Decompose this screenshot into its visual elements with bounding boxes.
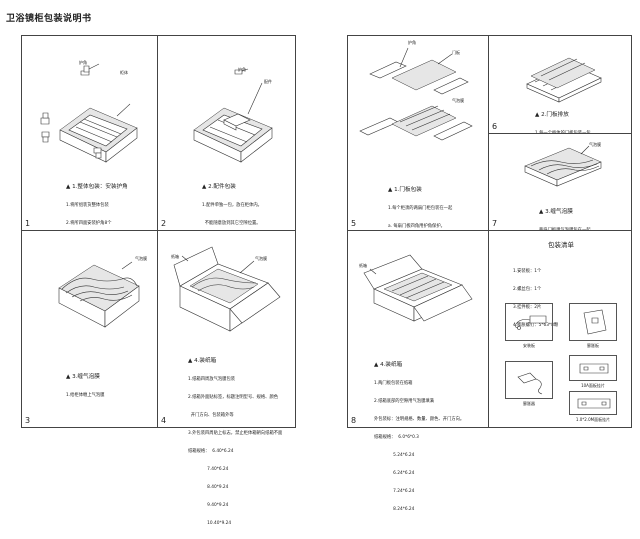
step-heading: ▲ 4.装纸箱 (374, 362, 403, 368)
packing-list-line: 3.挂件板：2片 (513, 305, 542, 310)
door-panels-illustration (348, 36, 490, 232)
step-line: a. 每扇门板四角用护角保护。 (388, 224, 445, 229)
step-number: 7 (492, 219, 498, 228)
step-number: 3 (25, 416, 31, 425)
step-heading: ▲ 2.配件包装 (202, 184, 236, 190)
bubble-wrap-illustration (22, 231, 159, 429)
step-caption-4: ▲ 4.装纸箱 1.纸箱四周放气泡膜包装 2.纸箱外面贴标签，标题注明型号、规格… (188, 345, 282, 539)
step-line: 1.纸箱四周放气泡膜包装 (188, 377, 236, 382)
step-heading: ▲ 3.缠气泡膜 (539, 209, 573, 215)
step-line: 纸箱规格： 6.0*6*0.3 (374, 435, 419, 440)
step-panel-8: 纸箱 ▲ 4.装纸箱 1.两门板包装在纸箱 2.纸箱底部的空隙用气泡膜填满 外包… (347, 230, 490, 512)
step-number: 6 (492, 122, 498, 131)
step-number: 4 (161, 416, 167, 425)
step-line: 7.40*6.24 (188, 467, 229, 472)
step-number: 5 (351, 219, 357, 228)
step-line: 1.配件单独一包，放在柜体内。 (202, 203, 262, 208)
packing-list-line: 2.螺丝包：1个 (513, 287, 542, 292)
packing-item-label: 1.0*2.0M面板挂片 (575, 417, 611, 422)
step-number: 8 (351, 416, 357, 425)
step-line: 1.两门板包装在纸箱 (374, 381, 413, 386)
packing-list-panel: 包装清单 1.安装板：1个 2.螺丝包：1个 3.挂件板：2片 4.膨胀螺钉：5… (488, 230, 632, 428)
step-line: 1.每个柜须的两扇门柜包装在一起 (388, 206, 453, 211)
packing-item-hanger-1020 (569, 391, 617, 415)
label-corner: 护角 (79, 60, 87, 65)
label-bubble: 气泡膜 (589, 142, 601, 147)
step-line: 8.24*6.24 (374, 507, 415, 512)
packing-item-label: 膨胀器 (523, 401, 535, 406)
step-line: 1.给柜体缠上气泡膜 (66, 393, 105, 398)
carton-illustration (158, 231, 297, 429)
step-line: 5.24*6.24 (374, 453, 415, 458)
hanger-plate-icon (570, 392, 618, 416)
label-bubble: 气泡膜 (452, 98, 464, 103)
step-heading: ▲ 2.门板排放 (535, 112, 569, 118)
packing-list-line: 1.安装板：1个 (513, 269, 542, 274)
step-panel-4: 纸箱 气泡膜 ▲ 4.装纸箱 1.纸箱四周放气泡膜包装 2.纸箱外面贴标签，标题… (157, 230, 297, 526)
packing-list-lines: 1.安装板：1个 2.螺丝包：1个 3.挂件板：2片 4.膨胀螺钉：5*63*8… (513, 257, 558, 341)
cabinet-corners-illustration (22, 36, 159, 232)
label-parts: 配件 (264, 79, 272, 84)
mounting-plate-icon (506, 304, 554, 342)
step-heading: ▲ 1.整体包装：安装护角 (66, 184, 128, 190)
step-panel-1: 护角 柜体 ▲ 1.整体包装：安装护角 1.将所组装货整体包装 2.将所四面安装… (21, 35, 158, 231)
step-line: 1.将所组装货整体包装 (66, 203, 109, 208)
step-panel-2: 护角 配件 ▲ 2.配件包装 1.配件单独一包，放在柜体内。 不能随意放到其它空… (157, 35, 297, 244)
step-line: 6.24*6.24 (374, 471, 415, 476)
label-cabinet: 柜体 (120, 70, 128, 75)
step-number: 2 (161, 219, 167, 228)
page-title: 卫浴镜柜包装说明书 (6, 14, 92, 24)
packing-item-expander (505, 361, 553, 399)
expander-icon (506, 362, 554, 400)
step-line: 纸箱规格： 6.40*6.24 (188, 449, 234, 454)
packing-list-line: 4.膨胀螺钉：5*63*8颗 (513, 323, 559, 328)
packing-list-title: 包装清单 (548, 241, 574, 249)
packing-item-expansion-plate (569, 303, 617, 341)
step-heading: ▲ 1.门板包装 (388, 187, 422, 193)
label-bubble: 气泡膜 (135, 256, 147, 261)
packing-item-hanger-10a (569, 355, 617, 381)
expansion-plate-icon (570, 304, 618, 342)
door-bubble-illustration (489, 134, 633, 232)
step-line: 3.外包装四周贴上标志，禁止柜体箱朝向纸箱不面 (188, 431, 283, 436)
step-heading: ▲ 3.缠气泡膜 (66, 374, 100, 380)
step-panel-3: 气泡膜 ▲ 3.缠气泡膜 1.给柜体缠上气泡膜 3 (21, 230, 158, 428)
step-caption-1: ▲ 1.整体包装：安装护角 1.将所组装货整体包装 2.将所四面安装护角8个 (66, 171, 128, 239)
step-line: 2.纸箱底部的空隙用气泡膜填满 (374, 399, 434, 404)
packing-item-mounting-plate (505, 303, 553, 341)
step-number: 1 (25, 219, 31, 228)
step-line: 2.将所四面安装护角8个 (66, 221, 112, 226)
parts-pack-illustration (158, 36, 297, 232)
step-heading: ▲ 4.装纸箱 (188, 358, 217, 364)
label-door: 门板 (452, 50, 460, 55)
step-line: 外包装标：注明规格、数量、颜色、开门方向。 (374, 417, 465, 422)
step-panel-5: 护角 门板 气泡膜 ▲ 1.门板包装 1.每个柜须的两扇门柜包装在一起 a. 每… (347, 35, 490, 247)
step-line: 7.24*6.24 (374, 489, 415, 494)
label-carton: 纸箱 (171, 254, 179, 259)
step-caption-8: ▲ 4.装纸箱 1.两门板包装在纸箱 2.纸箱底部的空隙用气泡膜填满 外包装标：… (374, 349, 464, 525)
packing-item-label: 10A面板挂片 (581, 383, 605, 388)
label-carton: 纸箱 (359, 263, 367, 268)
step-panel-7: 气泡膜 ▲ 3.缠气泡膜 两扇门板用气泡膜包在一起 7 (488, 133, 633, 233)
step-line: 9.40*9.24 (188, 503, 229, 508)
step-panel-6: ▲ 2.门板排放 1.每一个柜体的门板包装一包 a. 大门板在下面 b. 小门板… (488, 35, 633, 172)
label-bubble: 气泡膜 (255, 256, 267, 261)
label-corner: 护角 (408, 40, 416, 45)
step-line: 开门方向、包装箱外等 (188, 413, 234, 418)
step-line: 不能随意放到其它空隙位置。 (202, 221, 261, 226)
step-caption-3: ▲ 3.缠气泡膜 1.给柜体缠上气泡膜 (66, 361, 104, 411)
step-line: 2.纸箱外面贴标签，标题注明型号、规格、颜色 (188, 395, 279, 400)
packing-item-label: 膨胀板 (587, 343, 599, 348)
door-stack-illustration (489, 36, 633, 135)
step-line: 8.40*9.24 (188, 485, 229, 490)
door-carton-illustration (348, 231, 490, 429)
hanger-plate-icon (570, 356, 618, 382)
label-corner: 护角 (238, 67, 246, 72)
step-line: 10.40*9.24 (188, 521, 232, 526)
packing-item-label: 安装板 (523, 343, 535, 348)
